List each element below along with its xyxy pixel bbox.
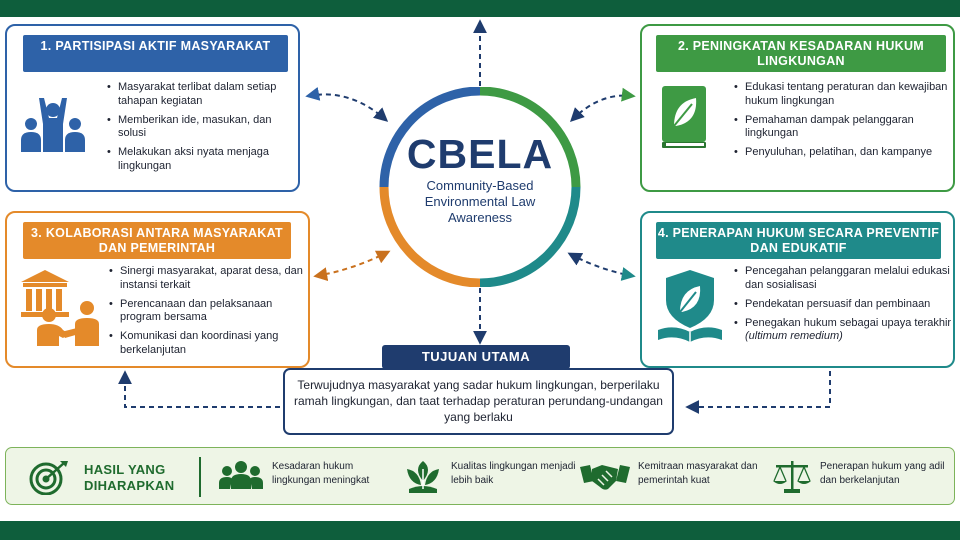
- panel-title: 3. KOLABORASI ANTARA MASYARAKAT DAN PEME…: [23, 222, 291, 259]
- panel-kolaborasi: 3. KOLABORASI ANTARA MASYARAKAT DAN PEME…: [5, 211, 310, 368]
- hasil-item-text: Kualitas lingkungan menjadi lebih baik: [451, 461, 576, 486]
- shield-leaf-book-icon: [658, 270, 722, 342]
- list-item: Edukasi tentang peraturan dan kewajiban …: [734, 81, 949, 108]
- list-item: Melakukan aksi nyata menjaga lingkungan: [107, 146, 297, 173]
- panel-title: 2. PENINGKATAN KESADARAN HUKUM LINGKUNGA…: [656, 35, 946, 72]
- handshake-icon: [580, 465, 630, 490]
- arrow-tujuan-right: [685, 371, 831, 414]
- panel-items: Sinergi masyarakat, aparat desa, dan ins…: [109, 265, 307, 363]
- cbela-ring: [379, 87, 581, 287]
- list-item: Sinergi masyarakat, aparat desa, dan ins…: [109, 265, 307, 292]
- panel-title: 1. PARTISIPASI AKTIF MASYARAKAT: [23, 35, 288, 72]
- panel-title: 4. PENERAPAN HUKUM SECARA PREVENTIF DAN …: [656, 222, 941, 259]
- divider: [199, 457, 201, 497]
- list-item-text: Penegakan hukum sebagai upaya terakhir: [745, 316, 952, 329]
- panel-items: Edukasi tentang peraturan dan kewajiban …: [734, 81, 949, 165]
- hasil-item: Kualitas lingkungan menjadi lebih baik: [403, 457, 578, 497]
- center-subtitle: Community-Based Environmental Law Awaren…: [424, 178, 536, 225]
- list-item: Perencanaan dan pelaksanaan program bers…: [109, 298, 307, 325]
- tujuan-box: Terwujudnya masyarakat yang sadar hukum …: [283, 368, 674, 435]
- center-title: CBELA: [406, 131, 554, 177]
- government-handshake-icon: [21, 270, 99, 346]
- arrow-panel-3: [313, 250, 391, 282]
- panel-penerapan-hukum: 4. PENERAPAN HUKUM SECARA PREVENTIF DAN …: [640, 211, 955, 368]
- panel-items: Masyarakat terlibat dalam setiap tahapan…: [107, 81, 297, 179]
- hasil-item-text: Kesadaran hukum lingkungan meningkat: [272, 461, 370, 486]
- list-item: Penegakan hukum sebagai upaya terakhir (…: [734, 317, 952, 344]
- hasil-item: Kesadaran hukum lingkungan meningkat: [218, 457, 393, 497]
- list-item: Pendekatan persuasif dan pembinaan: [734, 298, 952, 312]
- panel-kesadaran-hukum: 2. PENINGKATAN KESADARAN HUKUM LINGKUNGA…: [640, 24, 955, 192]
- hasil-item: Kemitraan masyarakat dan pemerintah kuat: [580, 457, 780, 497]
- scales-of-justice-icon: [773, 461, 811, 493]
- list-item-italic: (ultimum remedium): [745, 330, 843, 342]
- bottom-band: [0, 521, 960, 540]
- hasil-item-text: Penerapan hukum yang adil dan berkelanju…: [820, 461, 945, 486]
- hasil-item-text: Kemitraan masyarakat dan pemerintah kuat: [638, 461, 758, 486]
- hasil-bar: HASIL YANG DIHARAPKAN Kesadaran hukum li…: [5, 447, 955, 505]
- hasil-title-text: HASIL YANG DIHARAPKAN: [84, 462, 175, 493]
- arrow-tujuan-left: [118, 370, 280, 408]
- plant-leaves-icon: [407, 461, 439, 493]
- list-item: Penyuluhan, pelatihan, dan kampanye: [734, 146, 949, 160]
- people-raising-hands-icon: [21, 98, 85, 152]
- leaf-book-icon: [662, 86, 706, 148]
- panel-partisipasi: 1. PARTISIPASI AKTIF MASYARAKAT Masyarak…: [5, 24, 300, 192]
- center-label: CBELA Community-Based Environmental Law …: [392, 133, 568, 226]
- arrow-panel-1: [305, 87, 389, 122]
- group-people-icon: [219, 461, 263, 489]
- target-icon: [29, 461, 68, 495]
- hasil-title: HASIL YANG DIHARAPKAN: [84, 462, 184, 494]
- top-band: [0, 0, 960, 17]
- list-item: Pencegahan pelanggaran melalui edukasi d…: [734, 265, 952, 292]
- panel-items: Pencegahan pelanggaran melalui edukasi d…: [734, 265, 952, 349]
- list-item: Memberikan ide, masukan, dan solusi: [107, 114, 297, 141]
- hasil-item: Penerapan hukum yang adil dan berkelanju…: [772, 457, 952, 497]
- list-item: Pemahaman dampak pelanggaran lingkungan: [734, 114, 949, 141]
- tujuan-label: TUJUAN UTAMA: [382, 345, 570, 369]
- list-item: Komunikasi dan koordinasi yang berkelanj…: [109, 330, 307, 357]
- list-item: Masyarakat terlibat dalam setiap tahapan…: [107, 81, 297, 108]
